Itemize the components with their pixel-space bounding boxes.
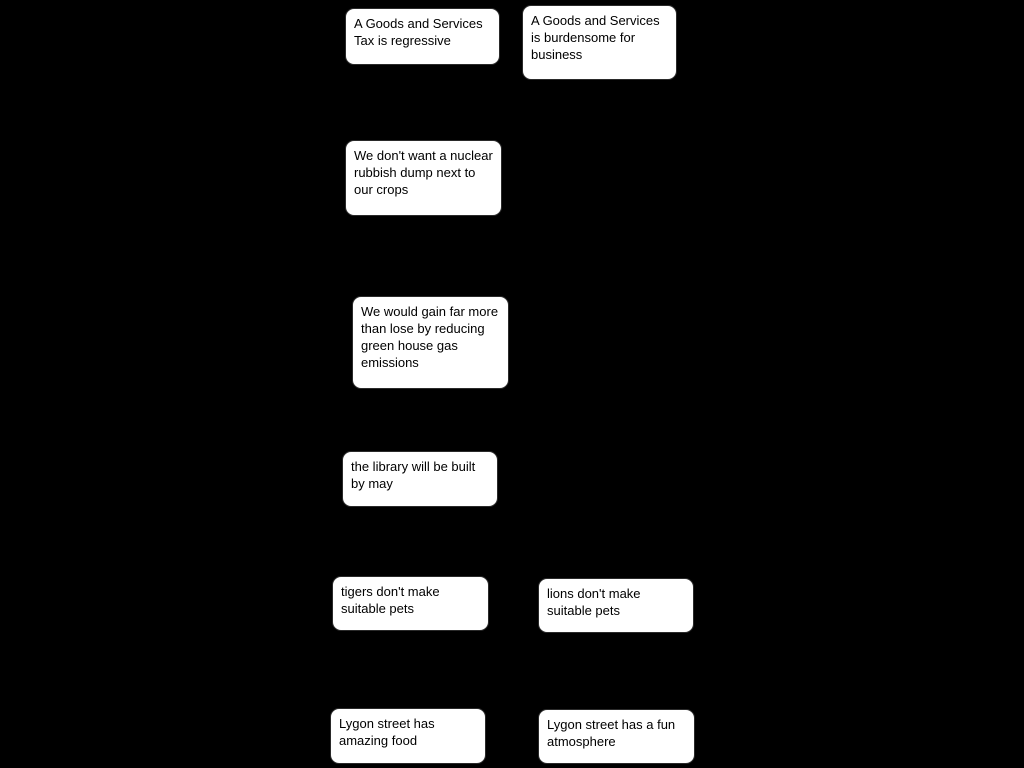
claim-node-claim-tigers-pets[interactable]: tigers don't make suitable pets [332, 576, 489, 631]
claim-text: lions don't make suitable pets [547, 586, 641, 618]
claim-text: Lygon street has a fun atmosphere [547, 717, 676, 749]
claim-node-claim-greenhouse-gain[interactable]: We would gain far more than lose by redu… [352, 296, 509, 389]
claim-text: A Goods and Services is burdensome for b… [531, 13, 660, 62]
claim-text: A Goods and Services Tax is regressive [354, 16, 483, 48]
claim-text: the library will be built by may [351, 459, 476, 491]
claim-text: tigers don't make suitable pets [341, 584, 440, 616]
claim-text: Lygon street has amazing food [339, 716, 435, 748]
claim-node-claim-lygon-food[interactable]: Lygon street has amazing food [330, 708, 486, 764]
claim-text: We don't want a nuclear rubbish dump nex… [354, 148, 493, 197]
claim-node-claim-library-may[interactable]: the library will be built by may [342, 451, 498, 507]
claim-node-claim-lygon-atmosphere[interactable]: Lygon street has a fun atmosphere [538, 709, 695, 764]
claim-node-claim-lions-pets[interactable]: lions don't make suitable pets [538, 578, 694, 633]
claim-node-claim-gst-burdensome[interactable]: A Goods and Services is burdensome for b… [522, 5, 677, 80]
claim-node-claim-gst-regressive[interactable]: A Goods and Services Tax is regressive [345, 8, 500, 65]
claim-node-claim-nuclear-dump[interactable]: We don't want a nuclear rubbish dump nex… [345, 140, 502, 216]
claim-text: We would gain far more than lose by redu… [361, 304, 499, 370]
